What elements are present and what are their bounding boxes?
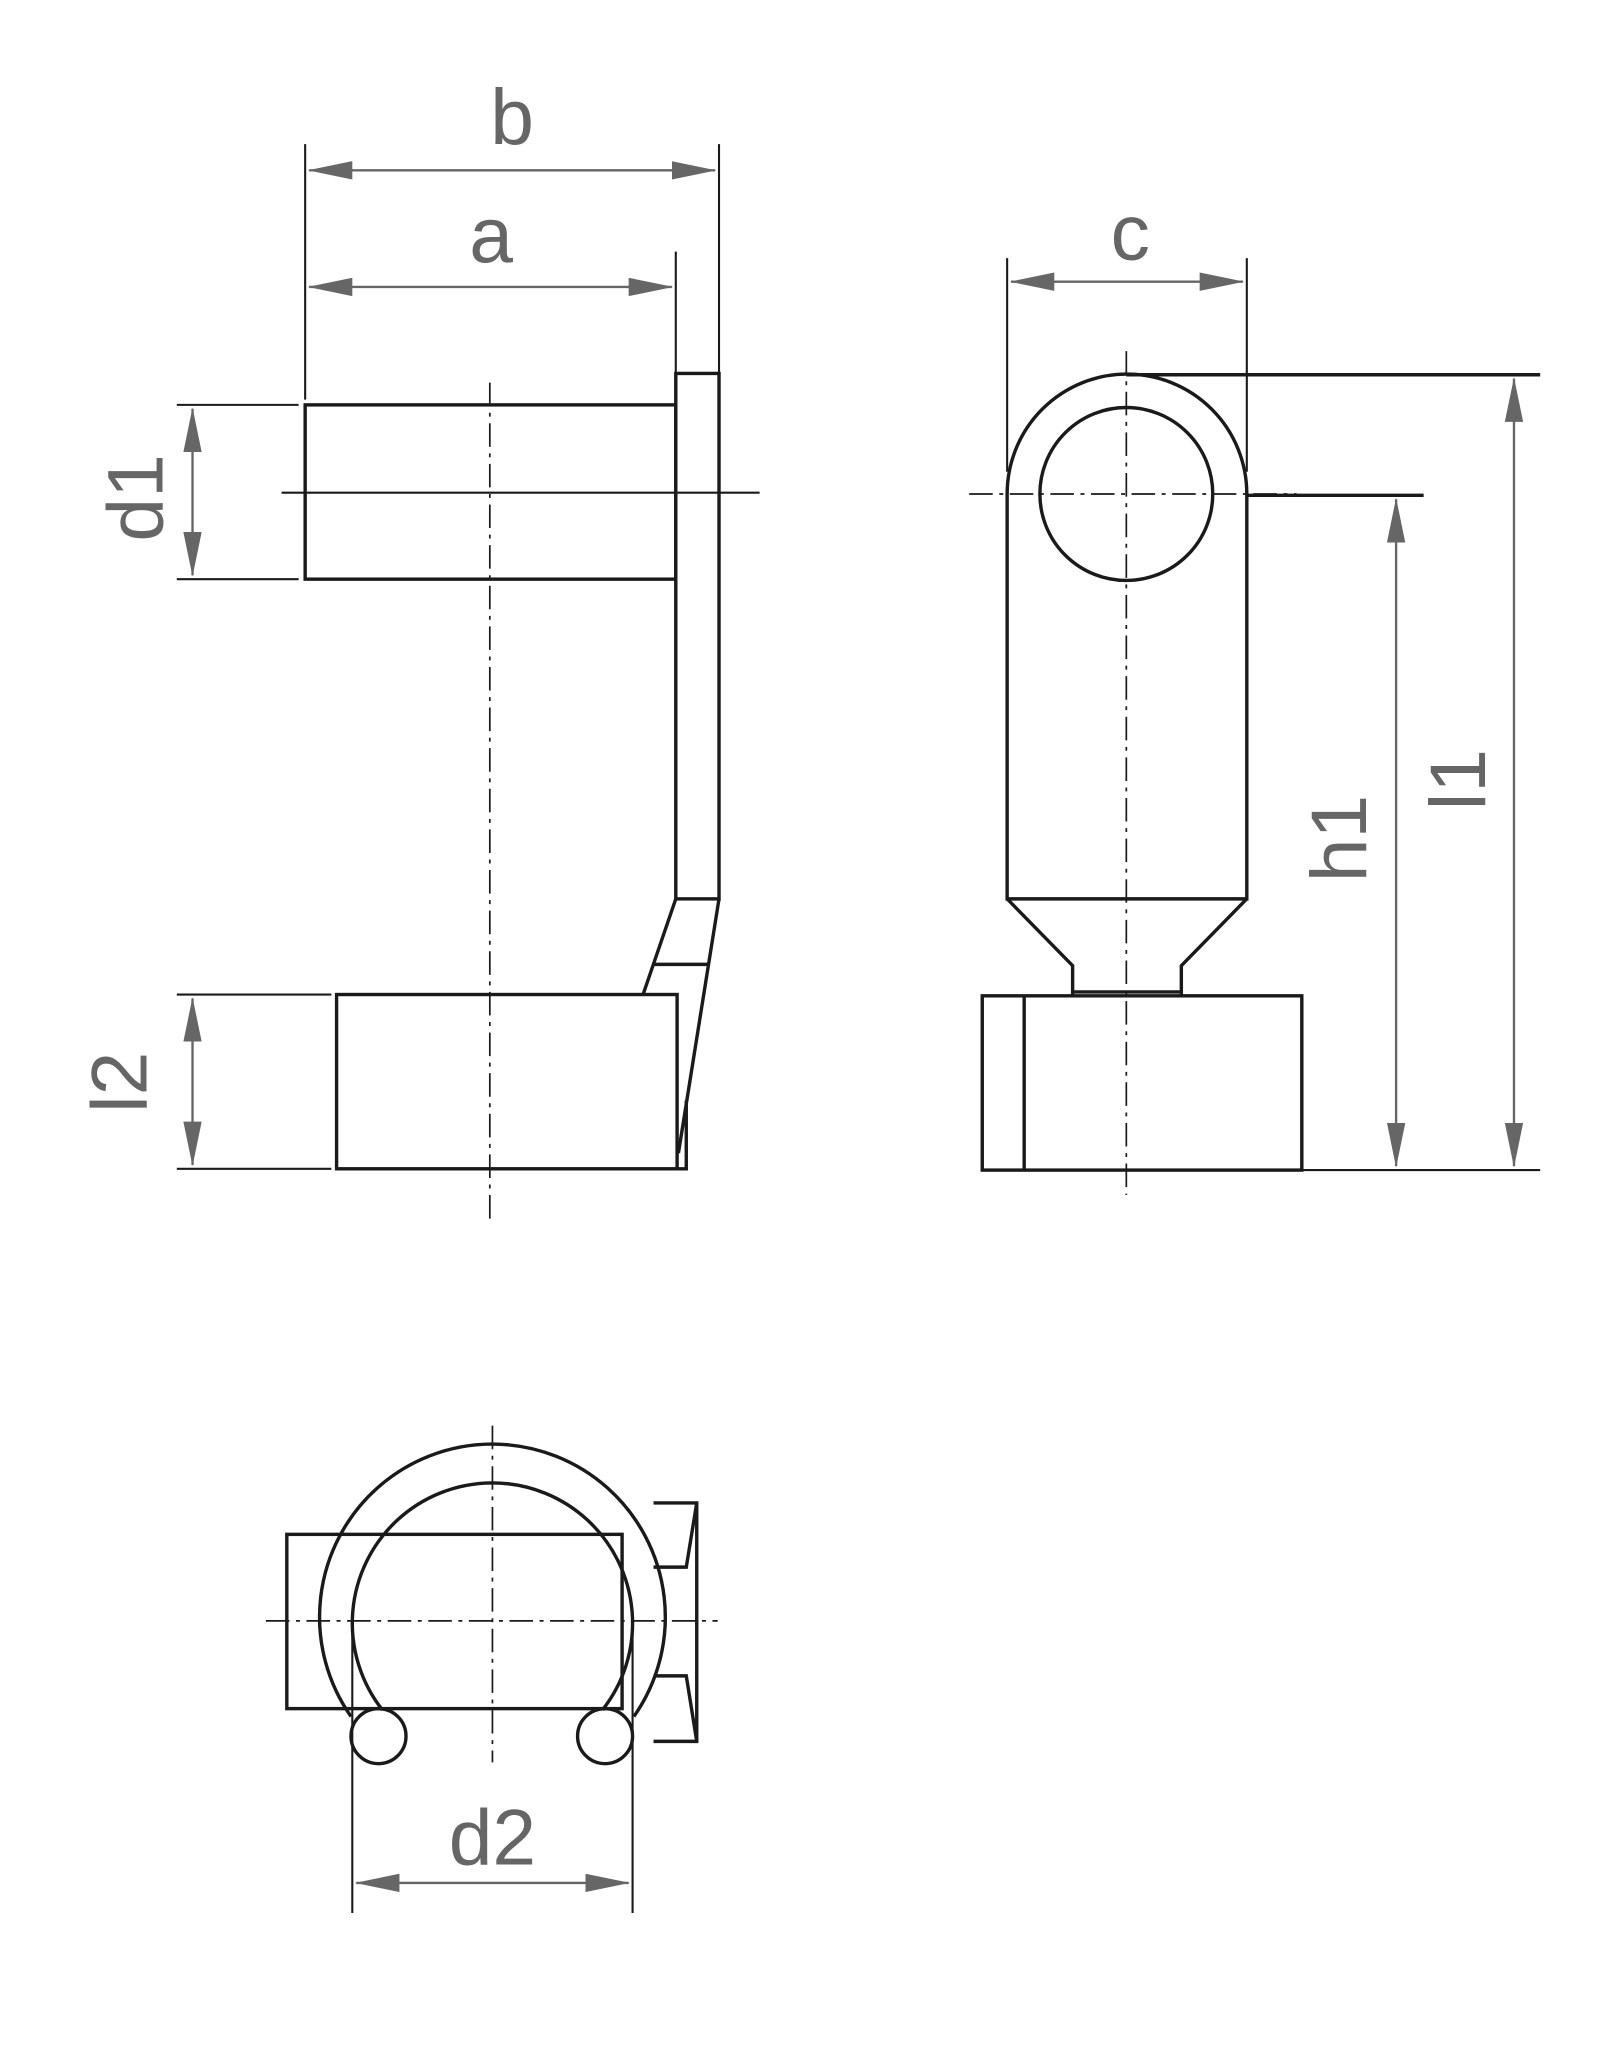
dimension-b-label: b [490,73,534,161]
front-view: c h1 l1 [969,188,1541,1195]
pin-lower-body [334,992,679,1171]
dimension-a-label: a [469,191,513,279]
plate-bend-inner [641,898,678,996]
plate-wing-lower [653,1674,699,1742]
top-view: d2 [265,1425,718,1914]
ring-end-left [349,1706,408,1766]
eye-hole [1038,405,1215,583]
side-view: b a d1 l2 [76,73,760,1226]
ring-end-right [575,1706,635,1766]
dimension-d2-label: d2 [449,1794,536,1882]
dimension-d1-label: d1 [91,454,179,541]
plate-top [653,1501,699,1744]
plate-foot [677,1100,688,1171]
dimension-h1-label: h1 [1295,795,1383,882]
neck-left [1005,897,1075,996]
base-block [980,994,1304,1172]
dimension-l1-label: l1 [1414,749,1502,810]
vertical-plate [674,371,721,901]
plate-wing-upper [653,1502,699,1569]
plate-bend-outer [676,898,721,1154]
dimension-c-label: c [1111,188,1150,276]
neck-right [1179,897,1249,996]
dimension-l2-label: l2 [76,1052,164,1113]
